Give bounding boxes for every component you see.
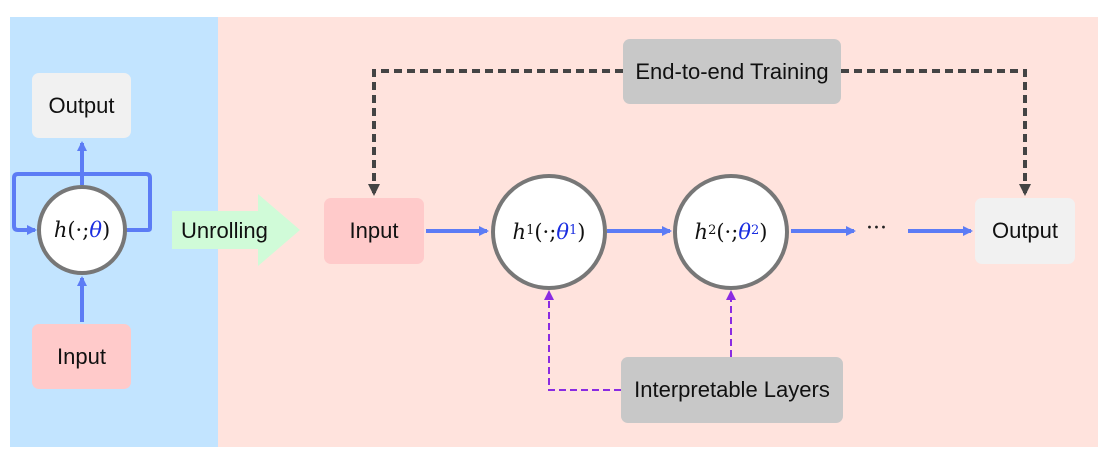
layer-2-args: (·;	[716, 220, 739, 244]
layer-2-param-index: 2	[750, 222, 760, 238]
layer-2-fn: h	[694, 220, 709, 244]
training-box: End-to-end Training	[623, 39, 841, 104]
training-to-output-dashed-arrow	[841, 69, 1031, 196]
left-output-label: Output	[48, 92, 115, 118]
layer-1-index: 1	[526, 222, 535, 238]
right-input-label: Input	[349, 218, 399, 243]
layer-2-index: 2	[708, 222, 717, 238]
left-node-args: (·;	[67, 218, 90, 242]
ellipsis: ···	[866, 216, 887, 241]
layers-to-h1-dashed-arrow	[544, 290, 621, 391]
interpretable-layers-label: Interpretable Layers	[634, 377, 830, 402]
right-output-label: Output	[991, 218, 1059, 243]
layer-1-param-index: 1	[568, 222, 578, 238]
left-recurrent-node: h(·;θ)	[37, 185, 127, 275]
training-label: End-to-end Training	[635, 58, 829, 84]
right-input-box: Input	[324, 198, 424, 264]
unrolling-arrow	[172, 194, 300, 266]
interpretable-layers-box: Interpretable Layers	[621, 357, 843, 423]
layer-1-param: θ	[556, 220, 569, 244]
left-input-box: Input	[32, 324, 131, 389]
left-recurrence-loop-arrow	[12, 172, 152, 235]
layer-1-args: (·;	[534, 220, 557, 244]
left-input-label: Input	[57, 343, 106, 369]
unrolling-label: Unrolling	[181, 218, 268, 243]
layer-2-param: θ	[738, 220, 751, 244]
left-output-box: Output	[32, 73, 131, 138]
right-output-box: Output	[975, 198, 1075, 264]
left-node-fn: h	[53, 218, 68, 242]
layer-1-close: )	[577, 220, 586, 244]
layer-2-close: )	[759, 220, 768, 244]
left-node-close: )	[101, 218, 111, 242]
left-node-param: θ	[89, 218, 102, 242]
layer-1-fn: h	[512, 220, 527, 244]
training-to-input-dashed-arrow	[368, 69, 623, 196]
